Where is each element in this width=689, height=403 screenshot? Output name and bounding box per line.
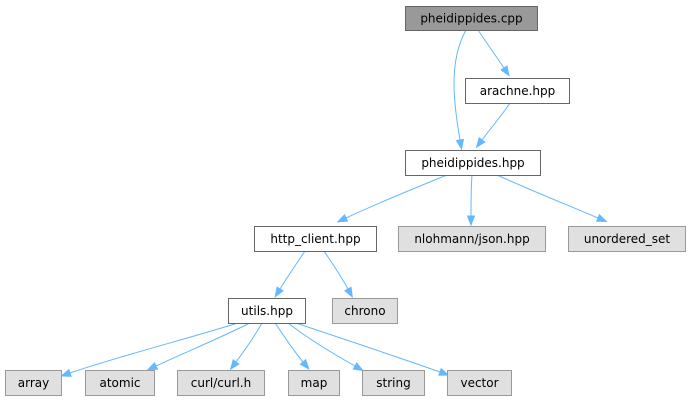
node-label: nlohmann/json.hpp <box>414 232 529 246</box>
node-label: unordered_set <box>584 232 671 246</box>
node-string: string <box>362 370 425 396</box>
node-label: array <box>18 376 49 390</box>
node-utils-hpp[interactable]: utils.hpp <box>228 298 306 324</box>
node-label: map <box>301 376 328 390</box>
edge-utils-hpp-to-vector <box>295 322 450 376</box>
node-box <box>362 370 425 396</box>
node-box <box>465 78 570 104</box>
edge-line <box>477 29 505 69</box>
edge-line <box>345 174 448 219</box>
edge-pheidippides-hpp-to-unordered-set <box>496 174 608 223</box>
edge-pheidippides-cpp-to-pheidippides-hpp <box>453 29 467 151</box>
node-chrono: chrono <box>332 298 398 324</box>
edge-arrowhead <box>274 286 284 298</box>
node-unordered-set: unordered_set <box>568 226 686 252</box>
edge-utils-hpp-to-atomic <box>146 322 251 371</box>
node-box <box>254 226 377 252</box>
node-label: chrono <box>344 304 385 318</box>
node-array: array <box>5 370 62 396</box>
node-label: pheidippides.hpp <box>421 156 524 170</box>
edge-arrowhead <box>595 213 608 223</box>
edge-arrowhead <box>466 215 476 227</box>
edge-arrowhead <box>438 367 450 376</box>
edges-layer <box>60 29 608 377</box>
edge-arrowhead <box>336 213 349 223</box>
edge-arrowhead <box>475 137 486 149</box>
node-box <box>398 226 546 252</box>
node-box <box>568 226 686 252</box>
node-vector: vector <box>447 370 512 396</box>
edge-line <box>470 174 473 217</box>
edge-line <box>323 250 349 290</box>
node-label: http_client.hpp <box>270 232 360 246</box>
edge-line <box>496 174 599 219</box>
edge-arrowhead <box>299 358 310 370</box>
node-pheidippides-cpp[interactable]: pheidippides.cpp <box>405 6 538 31</box>
edge-line <box>295 322 441 373</box>
edge-arrowhead <box>146 361 159 371</box>
edge-http-client-hpp-to-utils-hpp <box>274 250 306 298</box>
node-label: pheidippides.cpp <box>420 12 522 26</box>
edge-utils-hpp-to-array <box>60 322 239 377</box>
node-atomic: atomic <box>85 370 155 396</box>
node-box <box>332 298 398 324</box>
node-box <box>177 370 265 396</box>
node-box <box>228 298 306 324</box>
edge-http-client-hpp-to-chrono <box>323 250 353 299</box>
edge-pheidippides-hpp-to-nlohmann-json-hpp <box>466 174 476 227</box>
node-box <box>85 370 155 396</box>
nodes-layer: pheidippides.cpp arachne.hpp pheidippides.… <box>5 6 686 396</box>
node-pheidippides-hpp[interactable]: pheidippides.hpp <box>405 150 541 176</box>
edge-utils-hpp-to-string <box>287 322 365 372</box>
node-box <box>288 370 340 396</box>
node-label: curl/curl.h <box>191 376 251 390</box>
edge-line <box>274 322 304 363</box>
edge-line <box>155 322 251 367</box>
node-label: atomic <box>99 376 140 390</box>
edge-utils-hpp-to-curl-curl-h <box>229 322 263 371</box>
edge-line <box>287 322 356 367</box>
node-arachne-hpp[interactable]: arachne.hpp <box>465 78 570 104</box>
edge-arrowhead <box>229 359 240 371</box>
edge-line <box>481 102 511 141</box>
node-box <box>405 150 541 176</box>
node-label: string <box>376 376 410 390</box>
edge-arrowhead <box>455 138 465 151</box>
node-box <box>447 370 512 396</box>
edge-arrowhead <box>344 286 353 299</box>
edge-line <box>69 322 239 374</box>
node-box <box>5 370 62 396</box>
node-nlohmann-json-hpp: nlohmann/json.hpp <box>398 226 546 252</box>
node-label: utils.hpp <box>241 304 293 318</box>
node-curl-curl-h: curl/curl.h <box>177 370 265 396</box>
node-http-client-hpp[interactable]: http_client.hpp <box>254 226 377 252</box>
edge-line <box>235 322 263 363</box>
edge-line <box>279 250 306 290</box>
edge-pheidippides-hpp-to-http-client-hpp <box>336 174 448 223</box>
node-box <box>405 6 538 31</box>
edge-arrowhead <box>352 362 365 372</box>
edge-arachne-hpp-to-pheidippides-hpp <box>475 102 511 149</box>
node-label: vector <box>460 376 498 390</box>
edge-line <box>453 29 467 141</box>
edge-arrowhead <box>500 65 510 77</box>
node-map: map <box>288 370 340 396</box>
edge-pheidippides-cpp-to-arachne-hpp <box>477 29 510 77</box>
edge-arrowhead <box>60 368 72 377</box>
node-label: arachne.hpp <box>480 84 556 98</box>
edge-utils-hpp-to-map <box>274 322 310 370</box>
